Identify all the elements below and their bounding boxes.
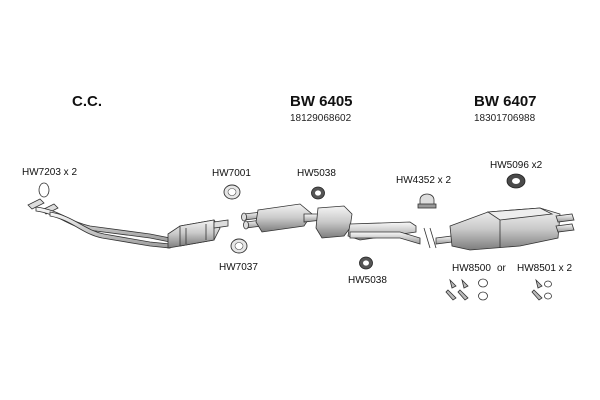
label-hw7001: HW7001 (212, 168, 251, 179)
ring-hw5038-bottom (359, 256, 373, 270)
rear-silencer-bw6407 (435, 207, 575, 251)
hanger-set-hw8501 (531, 278, 552, 301)
label-hw8501: HW8501 x 2 (517, 263, 573, 274)
gasket-hw7203 (38, 182, 50, 198)
label-hw5038-top: HW5038 (297, 168, 336, 179)
label-hw5096: HW5096 x2 (490, 160, 543, 171)
label-hw5038-bottom: HW5038 (348, 275, 387, 286)
label-hw7037: HW7037 (219, 262, 258, 273)
front-downpipe (27, 198, 171, 249)
label-hw7203: HW7203 x 2 (22, 167, 78, 178)
label-hw4352: HW4352 x 2 (396, 175, 452, 186)
part-number-bw6407: 18301706988 (474, 113, 536, 124)
ring-hw5038-top (311, 186, 325, 200)
ring-hw7037 (230, 238, 248, 254)
part-number-bw6405: 18129068602 (290, 113, 352, 124)
centre-silencer-bw6405 (241, 203, 421, 245)
section-heading-bw6405: BW 6405 (290, 93, 353, 110)
hanger-set-hw8500 (445, 278, 488, 301)
section-heading-bw6407: BW 6407 (474, 93, 537, 110)
clamp-hw4352 (417, 193, 437, 209)
pipe-break-mark (423, 227, 437, 249)
label-or: or (497, 263, 506, 274)
label-hw8500: HW8500 (452, 263, 491, 274)
ring-hw5096 (506, 173, 526, 189)
catalytic-converter (167, 219, 229, 249)
section-heading-cc: C.C. (72, 93, 102, 110)
ring-hw7001 (223, 184, 241, 200)
